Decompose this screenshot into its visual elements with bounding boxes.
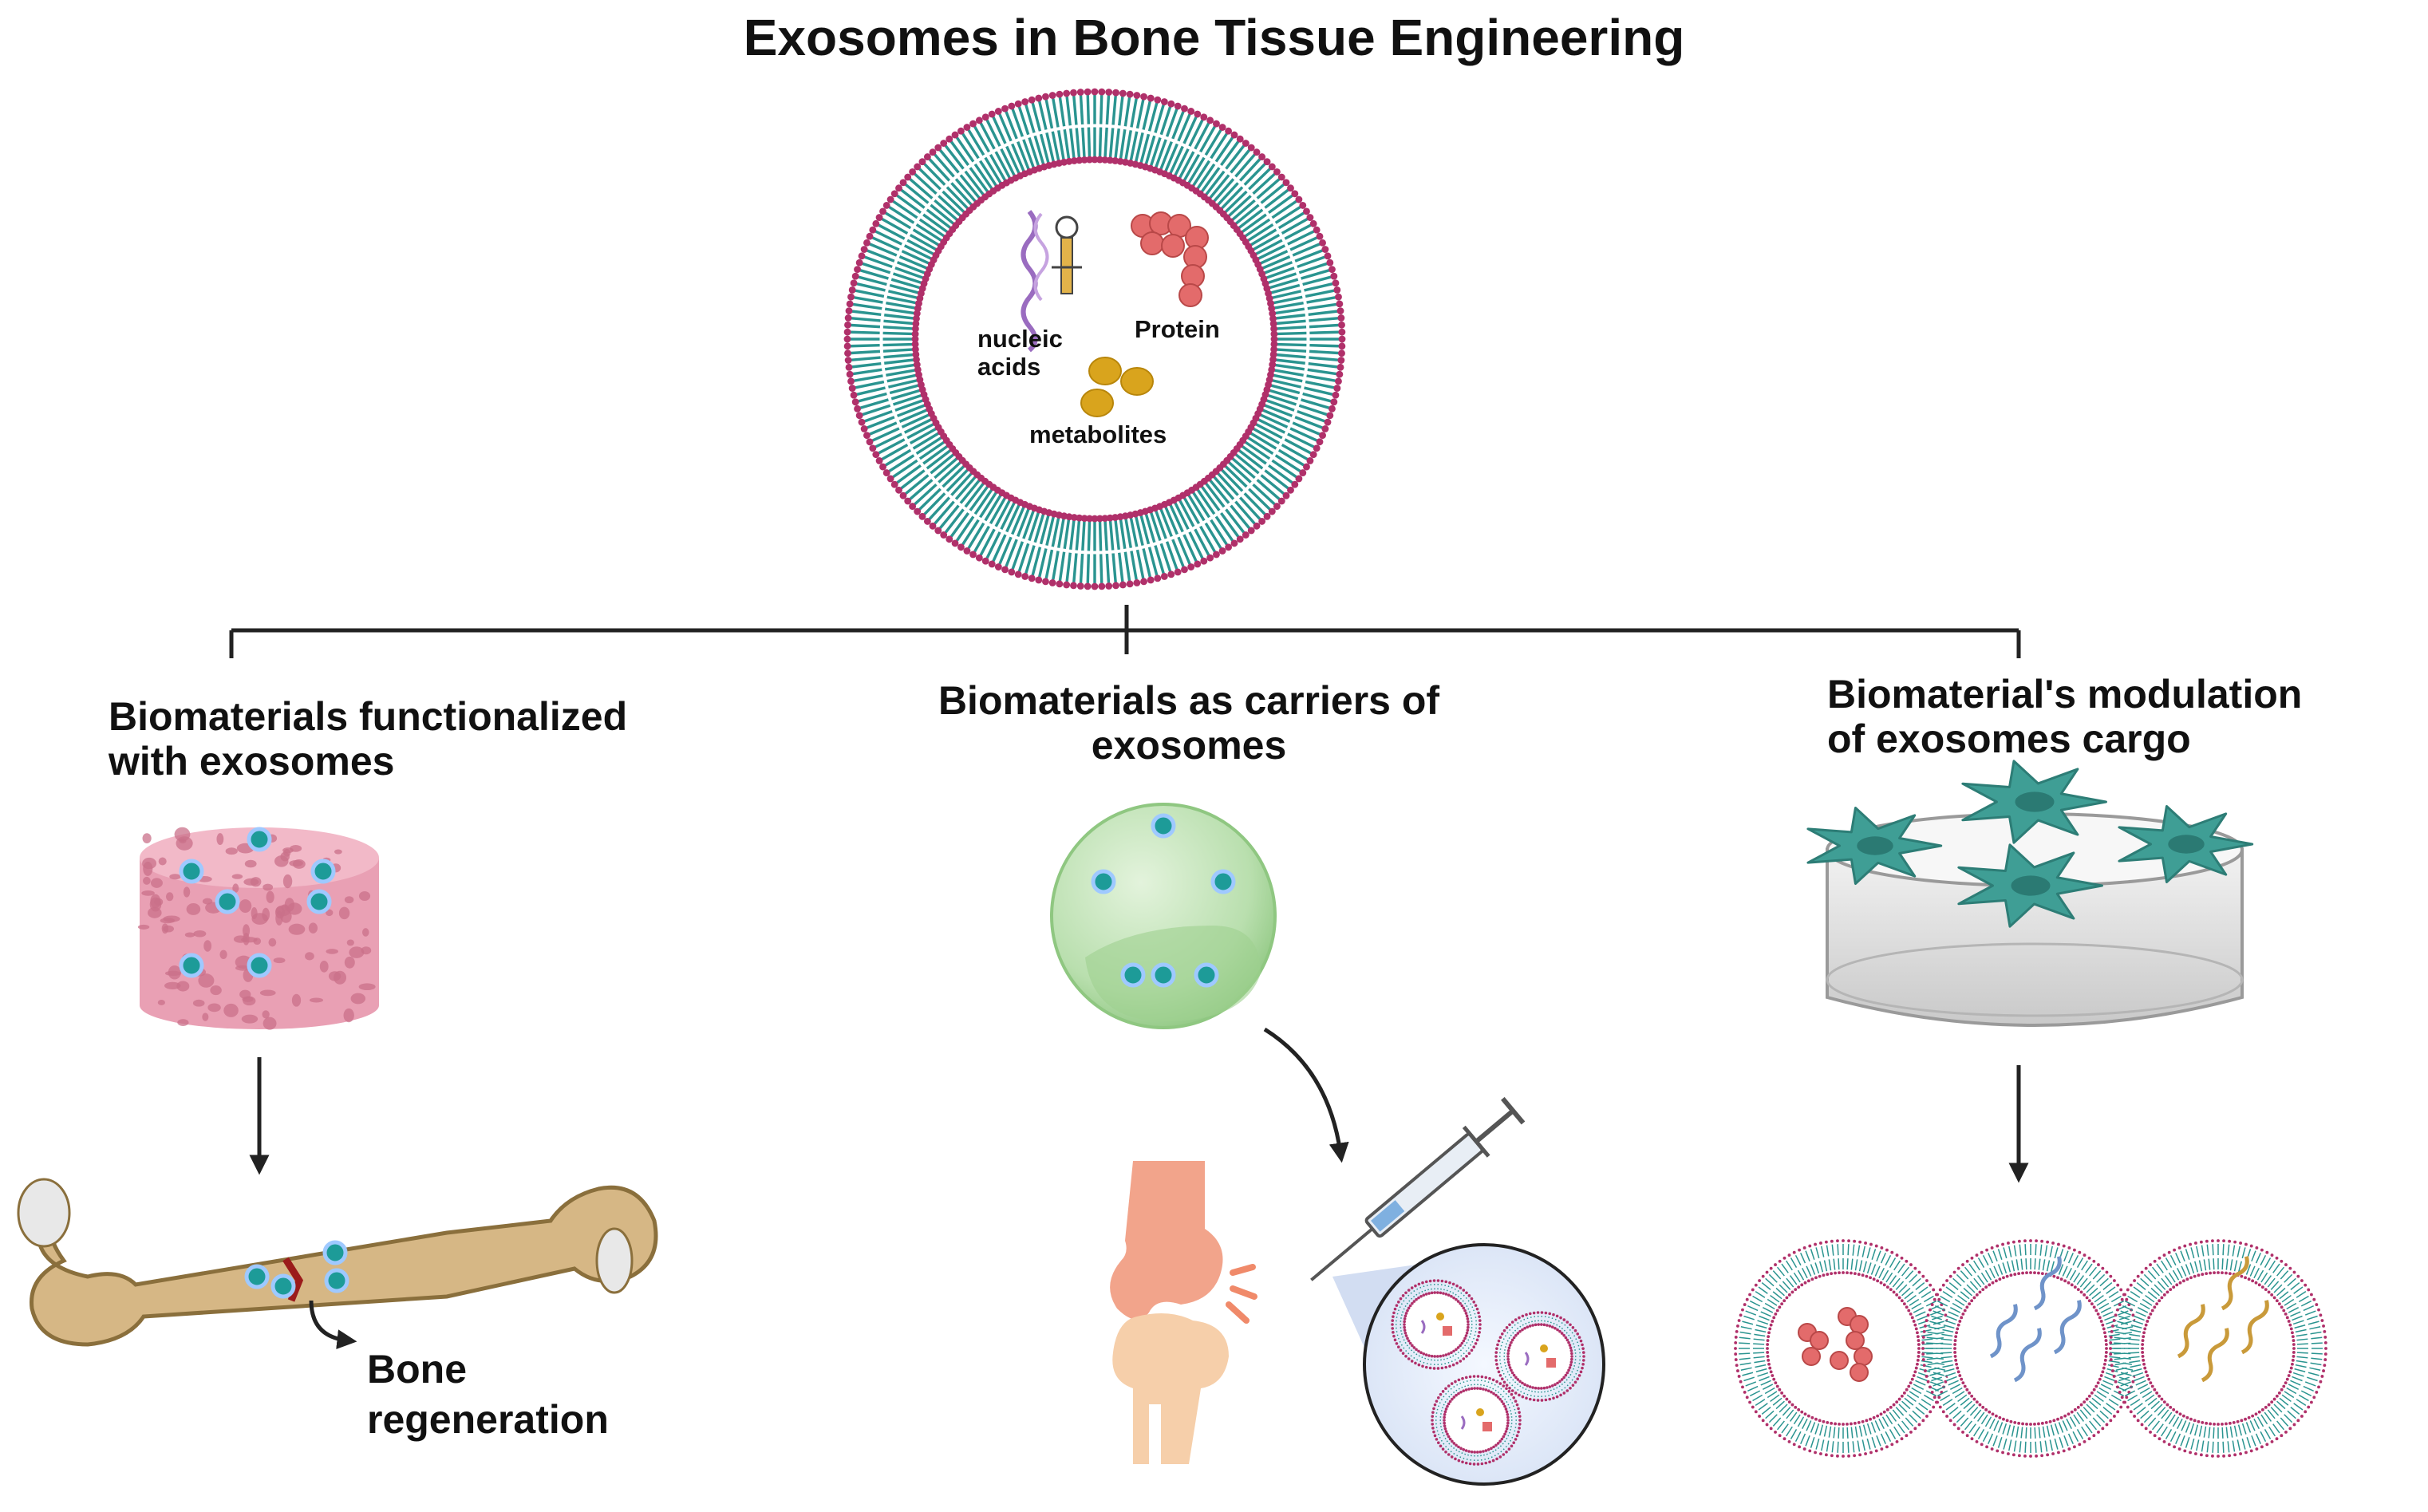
branch-3-label-line2: of exosomes cargo — [1827, 717, 2191, 761]
branch-1-label: Biomaterials functionalized with exosome… — [109, 694, 627, 784]
cargo-label-protein: Protein — [1135, 315, 1220, 343]
branch-3-label-line1: Biomaterial's modulation — [1827, 672, 2303, 717]
bone-regeneration-line1: Bone — [367, 1347, 467, 1392]
metabolite-icon — [1080, 357, 1154, 417]
branch-1-label-line1: Biomaterials functionalized — [109, 694, 628, 739]
zoom-circle — [1363, 1243, 1605, 1486]
branch-1-label-line2: with exosomes — [109, 739, 395, 784]
lipid-bilayer-membrane — [843, 88, 1346, 590]
fracture-line — [282, 1257, 304, 1302]
culture-dish — [1806, 760, 2254, 1027]
diagram-title: Exosomes in Bone Tissue Engineering — [743, 9, 1685, 66]
main-exosome — [843, 88, 1346, 590]
hydrogel-exosomes — [1091, 813, 1236, 988]
femur-bone — [17, 1178, 658, 1350]
syringe-icon — [1310, 1096, 1526, 1281]
protein-icon — [1131, 211, 1209, 307]
arrow-hydrogel-to-syringe — [1263, 1027, 1349, 1163]
branch-2-label-line1: Biomaterials as carriers of — [938, 678, 1440, 723]
cargo-label-metabolites: metabolites — [1029, 420, 1167, 448]
cargo-label-nucleic-acids: nucleic acids — [977, 325, 1063, 381]
hydrogel-sphere — [1050, 803, 1277, 1029]
branch-connector — [229, 605, 2021, 658]
scaffold-exosomes — [179, 827, 336, 978]
branch-2-label-line2: exosomes — [1091, 723, 1287, 768]
porous-scaffold — [137, 827, 379, 1030]
bone-exosomes — [244, 1240, 349, 1299]
cargo-label-nucleic-line2: acids — [977, 352, 1041, 381]
bone-regeneration-label: Bone regeneration — [367, 1344, 609, 1444]
modulated-exosomes — [1734, 1239, 2327, 1458]
knee-joint — [1110, 1161, 1257, 1464]
trna-icon — [1052, 215, 1082, 294]
bone-regeneration-line2: regeneration — [367, 1396, 609, 1442]
branch-2-label: Biomaterials as carriers of exosomes — [910, 678, 1468, 768]
cargo-label-nucleic-line1: nucleic — [977, 325, 1063, 353]
arrow-to-bone-label — [309, 1300, 357, 1350]
branch-3-label: Biomaterial's modulation of exosomes car… — [1827, 672, 2302, 761]
